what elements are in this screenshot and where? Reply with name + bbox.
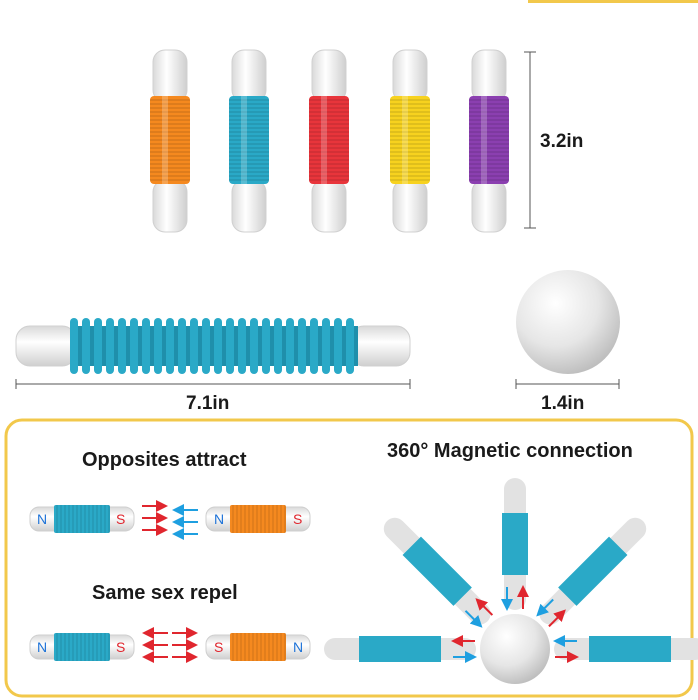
mini-tube [29, 505, 135, 533]
pole-n-label: N [37, 511, 48, 527]
pole-s-label: S [116, 511, 126, 527]
force-arrow [464, 610, 483, 628]
magnetic-ball [516, 270, 620, 374]
ball-size-label: 1.4in [541, 393, 585, 414]
length-dimension-line [15, 379, 411, 389]
mini-tube [205, 505, 311, 533]
radiating-tube [383, 517, 491, 625]
tube-teal [229, 49, 269, 233]
radiating-tube [539, 517, 647, 625]
extended-tube [15, 318, 411, 374]
tube-yellow [390, 49, 430, 233]
pole-s-label: S [116, 639, 126, 655]
force-arrow [536, 598, 554, 617]
pole-n-label: N [214, 511, 225, 527]
pole-s-label: S [214, 639, 224, 655]
mini-tube [29, 633, 135, 661]
opposites-attract-title: Opposites attract [82, 449, 247, 471]
tube-purple [469, 49, 509, 233]
pole-n-label: N [37, 639, 48, 655]
pole-s-label: S [293, 511, 303, 527]
mini-tube [205, 633, 311, 661]
same-sex-repel-title: Same sex repel [92, 582, 238, 604]
height-label: 3.2in [540, 131, 584, 152]
length-label: 7.1in [186, 393, 230, 414]
force-arrow [548, 609, 566, 628]
height-dimension-line [524, 51, 536, 229]
tube-set [150, 49, 509, 233]
tube-red [309, 49, 349, 233]
ball-dimension-line [515, 379, 620, 389]
accent-line [528, 0, 698, 3]
magnetic-connection-title: 360° Magnetic connection [387, 440, 633, 462]
connection-ball [480, 614, 550, 684]
pole-n-label: N [293, 639, 304, 655]
tube-orange [150, 49, 190, 233]
force-arrow [475, 598, 494, 616]
